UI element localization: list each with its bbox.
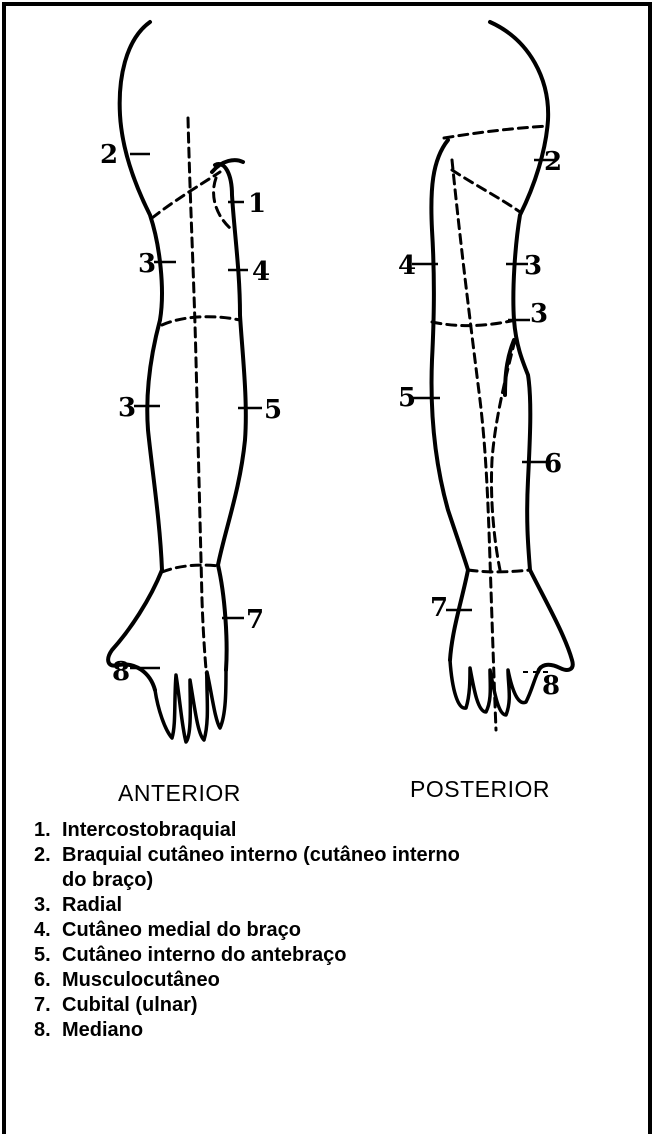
- legend-number: 7.: [34, 993, 62, 1018]
- anterior-inner-edge: [215, 164, 246, 565]
- anterior-marker-1: 1: [248, 189, 266, 219]
- anterior-midline: [188, 118, 207, 680]
- posterior-marker-3b: 3: [530, 299, 548, 329]
- arm-dermatome-figure: 2 1 3 4 3 5 7 8 2 4 3 3 5 6: [0, 0, 660, 760]
- legend-text: Cubital (ulnar): [62, 993, 622, 1018]
- posterior-marker-5: 5: [398, 383, 416, 413]
- legend-number: 4.: [34, 918, 62, 943]
- legend-text: Braquial cutâneo interno (cutâneo intern…: [62, 843, 462, 893]
- anterior-label: ANTERIOR: [118, 780, 241, 807]
- posterior-hand-inner: [450, 570, 468, 660]
- posterior-hand-outline: [530, 570, 573, 672]
- posterior-arm: 2 4 3 3 5 6 7 8: [398, 22, 573, 730]
- posterior-label: POSTERIOR: [410, 776, 550, 803]
- posterior-marker-7: 7: [430, 593, 448, 623]
- legend-number: 2.: [34, 843, 62, 893]
- anterior-arm: 2 1 3 4 3 5 7 8: [100, 22, 282, 742]
- anterior-fingers: [155, 670, 226, 742]
- posterior-radial-line: [491, 340, 515, 570]
- anterior-marker-3a: 3: [138, 249, 156, 279]
- legend-text: Musculocutâneo: [62, 968, 622, 993]
- legend-text: Radial: [62, 893, 622, 918]
- anterior-wrist-line: [162, 565, 220, 572]
- posterior-outer-edge: [514, 320, 530, 570]
- anterior-outer-edge: [147, 320, 162, 570]
- legend-item: 2.Braquial cutâneo interno (cutâneo inte…: [34, 843, 622, 893]
- anterior-axilla-line: [214, 178, 232, 230]
- legend-text: Cutâneo medial do braço: [62, 918, 622, 943]
- anterior-marker-7: 7: [246, 605, 264, 635]
- posterior-cap-line: [452, 170, 520, 212]
- legend-item: 8.Mediano: [34, 1018, 622, 1043]
- posterior-midline: [452, 160, 496, 730]
- legend-item: 7.Cubital (ulnar): [34, 993, 622, 1018]
- anterior-marker-5: 5: [264, 395, 282, 425]
- anterior-marker-8: 8: [112, 657, 130, 687]
- legend-number: 1.: [34, 818, 62, 843]
- legend-item: 6.Musculocutâneo: [34, 968, 622, 993]
- posterior-marker-3a: 3: [524, 251, 542, 281]
- anterior-marker-4: 4: [252, 257, 270, 287]
- legend-text: Mediano: [62, 1018, 622, 1043]
- posterior-marker-8: 8: [542, 671, 560, 701]
- posterior-marker-6: 6: [544, 449, 562, 479]
- posterior-shoulder-line: [444, 126, 548, 138]
- legend-item: 5.Cutâneo interno do antebraço: [34, 943, 622, 968]
- anterior-marker-3b: 3: [118, 393, 136, 423]
- legend-text: Cutâneo interno do antebraço: [62, 943, 622, 968]
- legend-number: 3.: [34, 893, 62, 918]
- nerve-legend: 1.Intercostobraquial 2.Braquial cutâneo …: [34, 818, 622, 1043]
- legend-number: 6.: [34, 968, 62, 993]
- legend-number: 8.: [34, 1018, 62, 1043]
- legend-item: 3.Radial: [34, 893, 622, 918]
- anterior-shoulder-line: [152, 172, 220, 218]
- legend-item: 1.Intercostobraquial: [34, 818, 622, 843]
- anterior-marker-2: 2: [100, 140, 118, 170]
- posterior-elbow-line: [432, 320, 515, 326]
- posterior-inner-edge: [431, 140, 468, 570]
- anterior-elbow-line: [162, 317, 240, 325]
- legend-item: 4.Cutâneo medial do braço: [34, 918, 622, 943]
- legend-number: 5.: [34, 943, 62, 968]
- posterior-marker-2: 2: [544, 147, 562, 177]
- posterior-marker-4: 4: [398, 251, 416, 281]
- legend-text: Intercostobraquial: [62, 818, 622, 843]
